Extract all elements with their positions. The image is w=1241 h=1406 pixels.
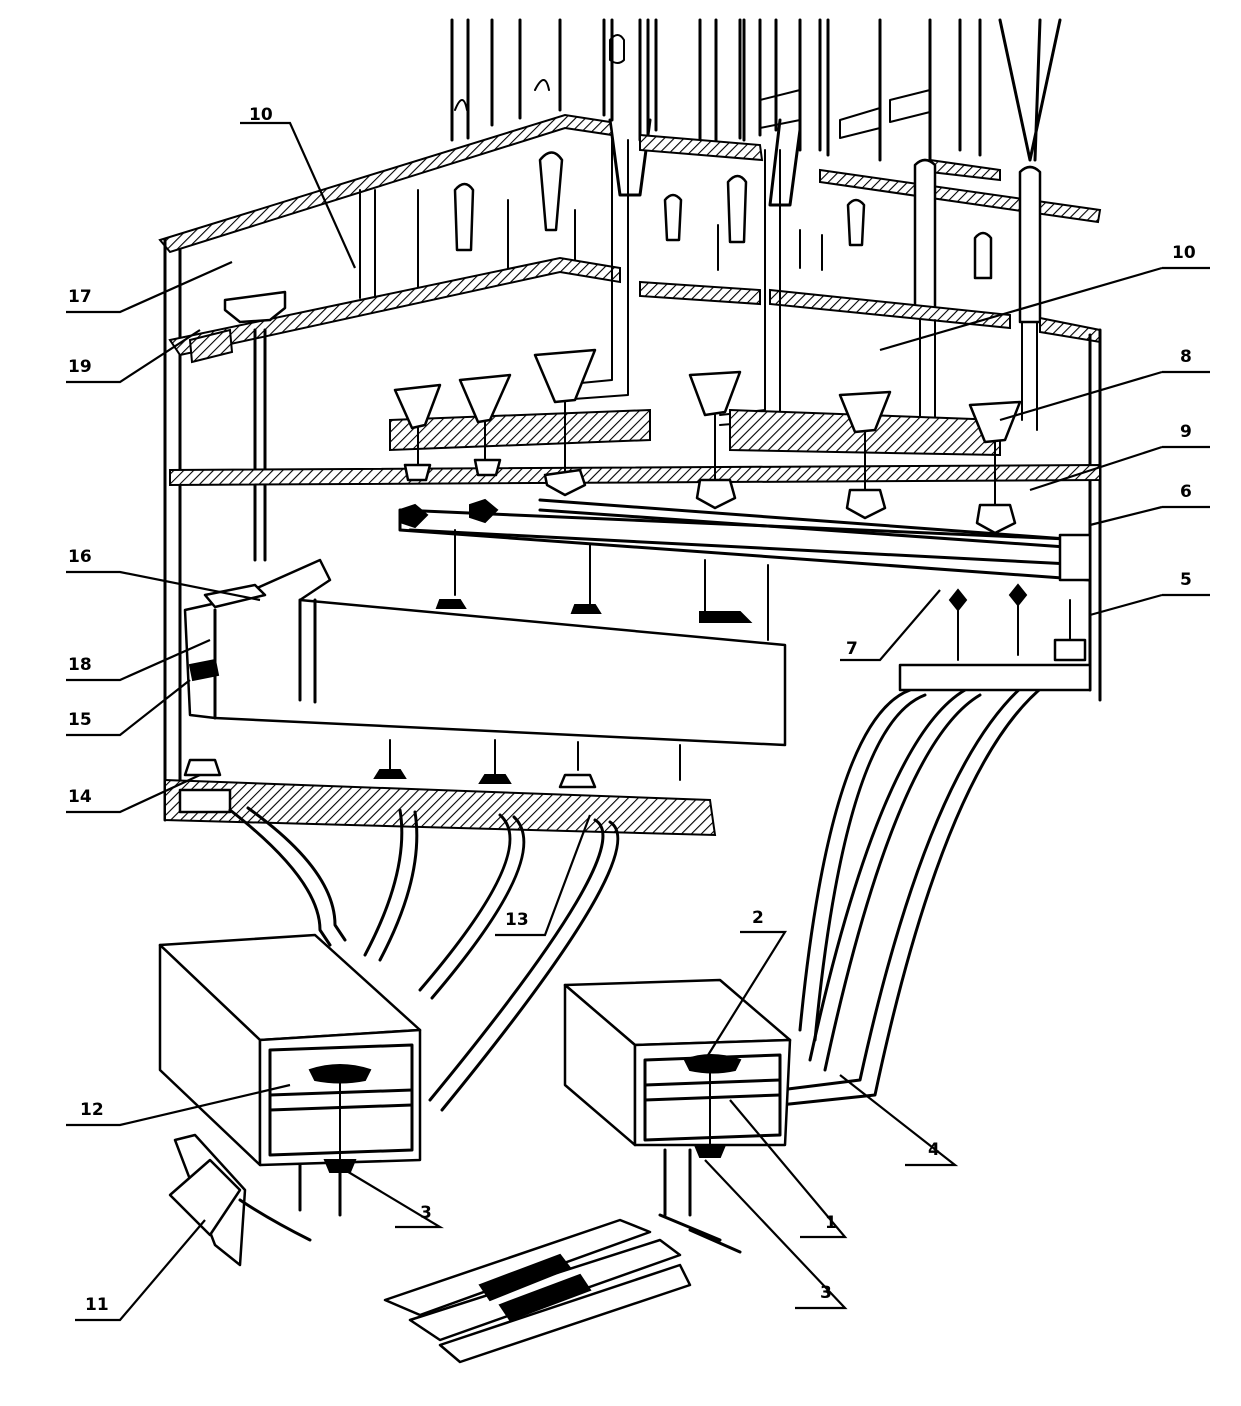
right-cables [778,663,1092,1107]
callout-label: 15 [68,710,92,730]
callout-label: 9 [1180,422,1192,442]
switchgear-cabinets [450,18,1062,207]
callout-label: 10 [249,105,273,125]
grounding-electrode [168,1133,312,1267]
middle-level [169,348,1101,662]
callout-label: 4 [928,1140,940,1160]
callout-label: 6 [1180,482,1192,502]
callout-label: 14 [68,787,92,807]
callout-label: 2 [752,908,764,928]
callout-label: 5 [1180,570,1192,590]
callout-label: 12 [80,1100,104,1120]
left-cables [228,806,620,1112]
right-junction-box [563,978,792,1217]
callout-leaders [66,121,1210,1322]
callout-label: 19 [68,357,92,377]
callout-label: 7 [846,639,858,659]
callout-label: 10 [1172,243,1196,263]
callout-label: 18 [68,655,92,675]
callout-label: 3 [420,1203,432,1223]
callout-label: 8 [1180,347,1192,367]
callout-label: 13 [505,910,529,930]
callout-label: 17 [68,287,92,307]
left-junction-box [158,933,422,1217]
ground-cable-bundle [383,1213,742,1364]
callout-label: 16 [68,547,92,567]
callout-label: 1 [825,1213,837,1233]
callout-label: 11 [85,1295,109,1315]
callout-labels: 10 10 17 19 8 9 6 16 5 18 7 15 14 13 2 1… [68,105,1196,1315]
lower-trough [164,558,787,837]
callout-label: 3 [820,1283,832,1303]
